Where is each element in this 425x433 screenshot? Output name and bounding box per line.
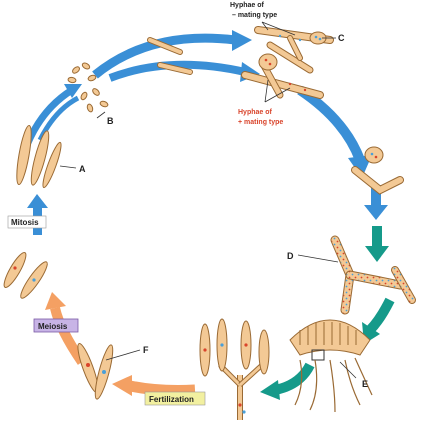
arrow-mitosis: [27, 194, 48, 235]
arrow-fertilization: [112, 375, 196, 396]
label-b: B: [107, 116, 114, 126]
hyphae-minus-label-line2: – mating type: [232, 12, 277, 19]
label-e: E: [362, 379, 368, 389]
meiosis-label: Meiosis: [38, 322, 68, 331]
hyphae-plus-label-line1: Hyphae of: [238, 109, 273, 116]
asci-meiosis: [3, 252, 48, 299]
hyphae-plus-label-line2: + mating type: [238, 119, 283, 126]
meiosis-tag: Meiosis: [33, 318, 79, 333]
asci-group-a: [16, 124, 62, 189]
dikaryotic-hyphae: [330, 235, 416, 315]
ascospores-cluster: [67, 62, 109, 113]
arrow-to-dikaryotic: [365, 226, 389, 262]
ascocarp: [289, 319, 373, 413]
arrow-meiosis: [45, 292, 87, 365]
arrow-to-asci: [260, 362, 315, 400]
arrow-fusion-down: [364, 185, 388, 220]
label-d: D: [287, 251, 294, 261]
label-a: A: [79, 164, 86, 174]
fertilization-tag: Fertilization: [144, 391, 206, 406]
fertilization-label: Fertilization: [149, 395, 194, 404]
asci-group-f: [77, 343, 114, 400]
mitosis-label: Mitosis: [11, 218, 39, 227]
leader-lines: [59, 21, 357, 379]
fusion-hyphae: [351, 146, 404, 195]
arrow-hyphae-to-fusion: [297, 85, 372, 178]
hyphae-minus-label-line1: Hyphae of: [230, 2, 265, 9]
ascogenous-hyphae: [199, 318, 270, 420]
germinating-spores: [147, 37, 193, 75]
label-f: F: [143, 345, 149, 355]
label-c: C: [338, 33, 345, 43]
mitosis-tag: Mitosis: [7, 215, 47, 229]
hyphae-plus-network: [241, 53, 324, 99]
